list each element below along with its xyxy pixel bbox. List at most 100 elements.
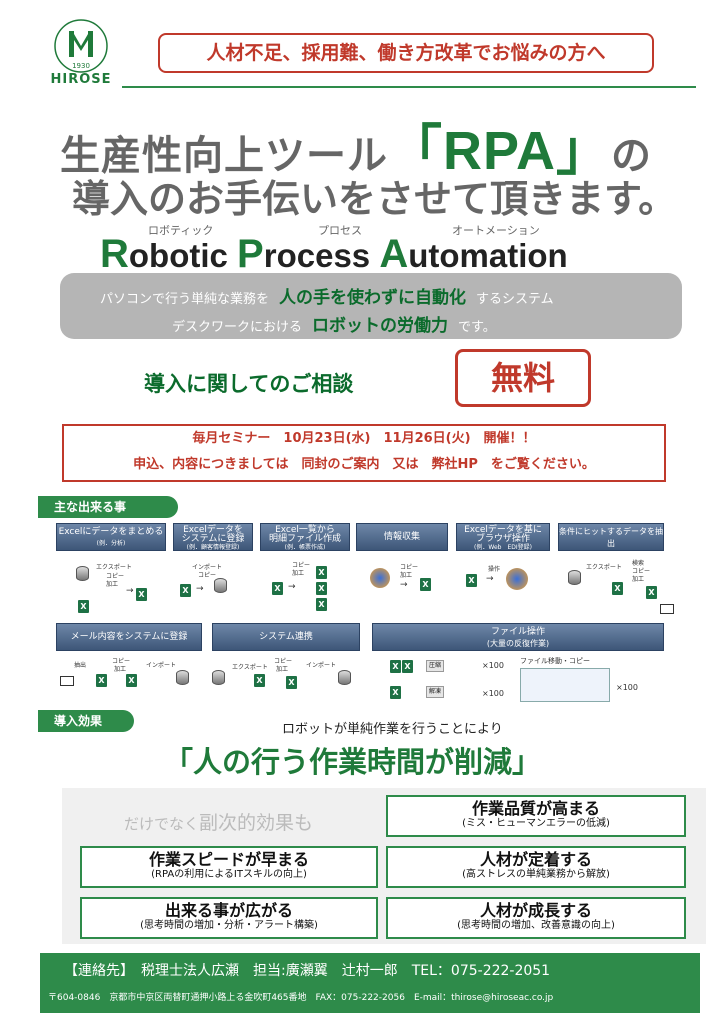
- seminar-dates: 毎月セミナー 10月23日(水) 11月26日(火) 開催！！: [192, 431, 536, 446]
- rpa-automation: utomation: [408, 237, 568, 274]
- ruby-robotic: ロボティック: [148, 224, 214, 237]
- excel-icon: X: [646, 586, 657, 599]
- illus-to-system: インポート コピー X →: [176, 560, 256, 610]
- excel-icon: X: [612, 582, 623, 595]
- intro-line2: デスクワークにおけるロボットの労働力です。: [172, 311, 496, 336]
- excel-icon: X: [254, 674, 265, 687]
- feature-file-operation: ファイル操作(大量の反復作業): [372, 623, 664, 651]
- feature-excel-report: Excel一覧から 明細ファイル作成(例．帳票作成): [260, 523, 350, 551]
- arrow-icon: →: [486, 574, 494, 584]
- label-copy: コピー: [198, 572, 217, 579]
- tagline-banner: 人材不足、採用難、働き方改革でお悩みの方へ: [158, 33, 654, 73]
- effect-sub: (思考時間の増加・分析・アラート構築): [140, 920, 318, 931]
- feature-mail-to-system: メール内容をシステムに登録: [56, 623, 202, 651]
- label-copy: コピー: [292, 562, 311, 569]
- label-process: 加工: [106, 581, 119, 588]
- effect-title: 人材が成長する: [479, 901, 592, 920]
- effect-quality: 作業品質が高まる(ミス・ヒューマンエラーの低減): [386, 795, 686, 837]
- label-search: 検索: [632, 560, 645, 567]
- logo-emblem: 1930: [54, 19, 108, 73]
- excel-icon: X: [390, 686, 401, 699]
- arrow-icon: →: [400, 580, 408, 590]
- excel-icon: X: [420, 578, 431, 591]
- label-extract: 抽出: [74, 662, 87, 669]
- effect-sub: (ミス・ヒューマンエラーの低減): [462, 818, 610, 829]
- excel-icon: X: [78, 600, 89, 613]
- label-times100-3: ×100: [616, 683, 638, 692]
- illus-browser: 操作 X →: [466, 560, 546, 610]
- illus-link: エクスポート X コピー 加工 X インポート: [212, 658, 362, 698]
- feature-label: Excel一覧から 明細ファイル作成: [268, 525, 341, 544]
- label-copy: コピー: [632, 568, 651, 575]
- database-icon: [212, 670, 225, 685]
- feature-label: Excelデータを基に ブラウザ操作: [464, 525, 542, 544]
- illus-mail: 抽出 X コピー 加工 X インポート: [60, 658, 200, 698]
- label-copy: コピー: [274, 658, 293, 665]
- feature-label: 条件にヒットするデータを抽出: [559, 527, 663, 548]
- side-a: だけでなく: [124, 815, 200, 833]
- label-process: 加工: [292, 570, 305, 577]
- intro-l1-b: するシステム: [476, 292, 554, 307]
- label-export: エクスポート: [586, 564, 622, 571]
- excel-icon: X: [286, 676, 297, 689]
- excel-icon: X: [316, 566, 327, 579]
- rpa-process: rocess: [263, 237, 371, 274]
- rpa-full-name: Robotic Process Automation: [100, 232, 568, 277]
- feature-sub: (大量の反復作業): [486, 639, 550, 648]
- database-icon: [76, 566, 89, 581]
- hirose-logo: 1930 HIROSE: [38, 18, 124, 88]
- logo-year: 1930: [72, 62, 90, 70]
- illus-aggregate: X エクスポート コピー 加工 → X: [76, 560, 166, 618]
- label-process: 加工: [276, 666, 289, 673]
- label-import: インポート: [192, 564, 223, 571]
- excel-icon: X: [466, 574, 477, 587]
- contact-company: 税理士法人広瀬: [141, 963, 239, 979]
- effect-sub: (高ストレスの単純業務から解放): [462, 869, 610, 880]
- label-process: 加工: [632, 576, 645, 583]
- feature-label: Excelデータを システムに登録: [181, 525, 245, 544]
- illus-info: コピー 加工 → X: [370, 560, 450, 610]
- feature-sub: (例．アラート、催促連絡): [575, 552, 647, 559]
- label-import: インポート: [306, 662, 337, 669]
- seminar-info: 申込、内容につきましては 同封のご案内 又は 弊社HP をご覧ください。: [133, 457, 595, 472]
- rpa-cap-a: A: [379, 232, 409, 276]
- label-decompress: 解凍: [426, 686, 445, 698]
- label-process: 加工: [400, 572, 413, 579]
- file-window-icon: [520, 668, 610, 702]
- arrow-icon: →: [126, 586, 134, 596]
- excel-icon: X: [180, 584, 191, 597]
- seminar-box: 毎月セミナー 10月23日(水) 11月26日(火) 開催！！ 申込、内容につき…: [62, 424, 666, 482]
- effect-speed: 作業スピードが早まる(RPAの利用によるITスキルの向上): [80, 846, 378, 888]
- excel-icon: X: [272, 582, 283, 595]
- excel-icon: X: [316, 598, 327, 611]
- label-copy: コピー: [112, 658, 131, 665]
- label-process: 加工: [114, 666, 127, 673]
- arrow-icon: →: [288, 582, 296, 592]
- headline-pre: 生産性向上ツール: [60, 133, 388, 179]
- feature-excel-aggregate: Excelにデータをまとめる(例．分析): [56, 523, 166, 551]
- consult-text: 導入に関してのご相談: [144, 372, 354, 396]
- effect-growth: 人材が成長する(思考時間の増加、改善意識の向上): [386, 897, 686, 939]
- rpa-robotic: obotic: [128, 237, 228, 274]
- label-times100-2: ×100: [482, 689, 504, 698]
- contact-label: 【連絡先】: [64, 963, 127, 979]
- excel-icon: X: [390, 660, 401, 673]
- headline-post: の: [611, 133, 653, 179]
- intro-l2-a: デスクワークにおける: [172, 320, 303, 335]
- database-icon: [214, 578, 227, 593]
- ruby-process: プロセス: [318, 224, 362, 237]
- browser-icon: [370, 568, 390, 588]
- effect-title: 作業品質が高まる: [471, 799, 600, 818]
- feature-system-link: システム連携: [212, 623, 360, 651]
- excel-icon: X: [96, 674, 107, 687]
- database-icon: [176, 670, 189, 685]
- effect-expand: 出来る事が広がる(思考時間の増加・分析・アラート構築): [80, 897, 378, 939]
- illus-extract: エクスポート 検索 コピー 加工 X X: [566, 560, 676, 618]
- label-import: インポート: [146, 662, 177, 669]
- feature-sub: (例．顧客情報登録): [186, 544, 240, 551]
- feature-label: Excelにデータをまとめる: [58, 527, 164, 537]
- label-export: エクスポート: [96, 564, 132, 571]
- label-export: エクスポート: [232, 664, 268, 671]
- effect-title: 作業スピードが早まる: [148, 850, 309, 869]
- feature-excel-to-system: Excelデータを システムに登録(例．顧客情報登録): [173, 523, 253, 551]
